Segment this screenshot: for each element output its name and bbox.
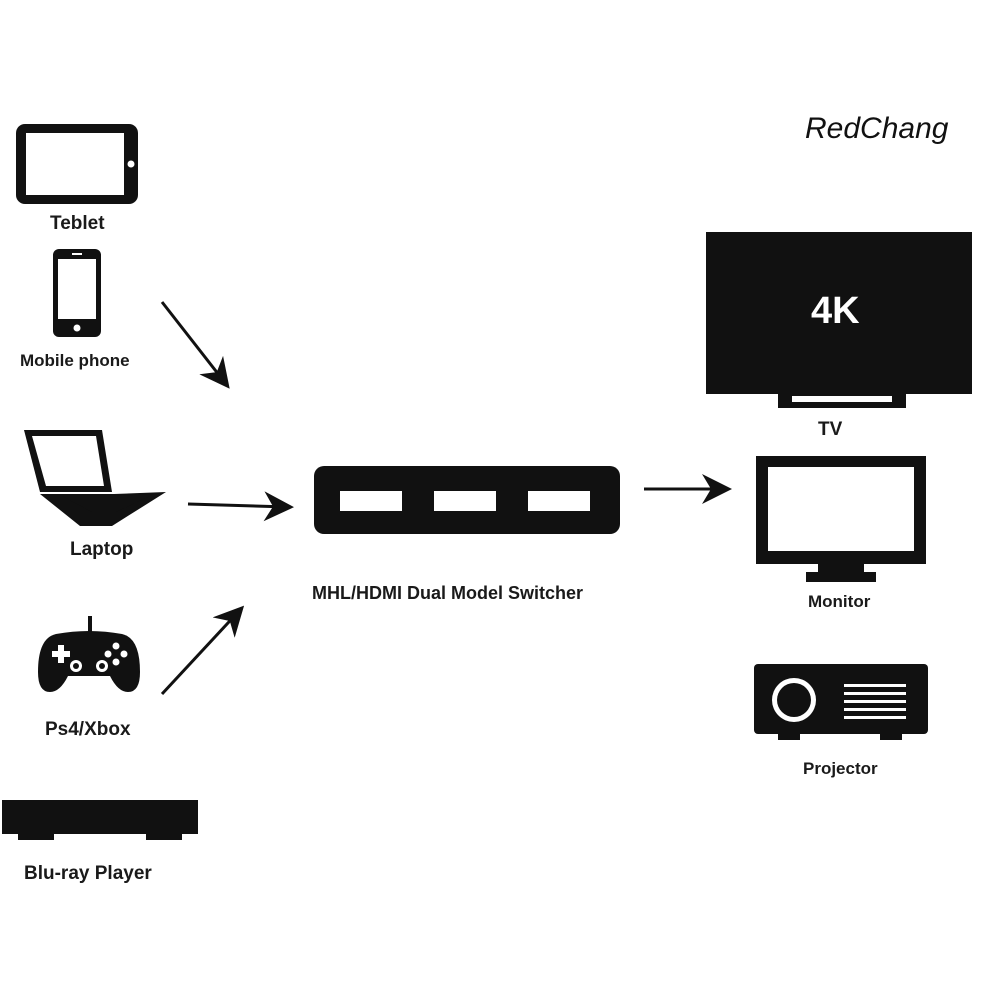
tablet-label: Teblet — [50, 213, 105, 234]
tv-screen-text: 4K — [811, 290, 860, 332]
mobile-phone-label: Mobile phone — [20, 351, 130, 370]
bluray-player-icon — [2, 800, 198, 840]
projector-icon — [754, 664, 928, 740]
switcher-icon — [314, 466, 620, 534]
mobile-phone-icon — [53, 249, 101, 337]
brand-name: RedChang — [805, 112, 949, 145]
switcher-label: MHL/HDMI Dual Model Switcher — [312, 583, 584, 603]
tv-icon — [706, 232, 972, 408]
gamepad-icon — [38, 616, 140, 692]
tablet-icon — [16, 124, 138, 204]
projector-label: Projector — [803, 759, 878, 778]
gamepad-label: Ps4/Xbox — [45, 719, 131, 740]
monitor-icon — [756, 456, 926, 582]
bluray-player-label: Blu-ray Player — [24, 863, 152, 884]
tv-label: TV — [818, 419, 843, 440]
monitor-label: Monitor — [808, 592, 871, 611]
laptop-label: Laptop — [70, 539, 134, 560]
laptop-icon — [24, 430, 166, 526]
